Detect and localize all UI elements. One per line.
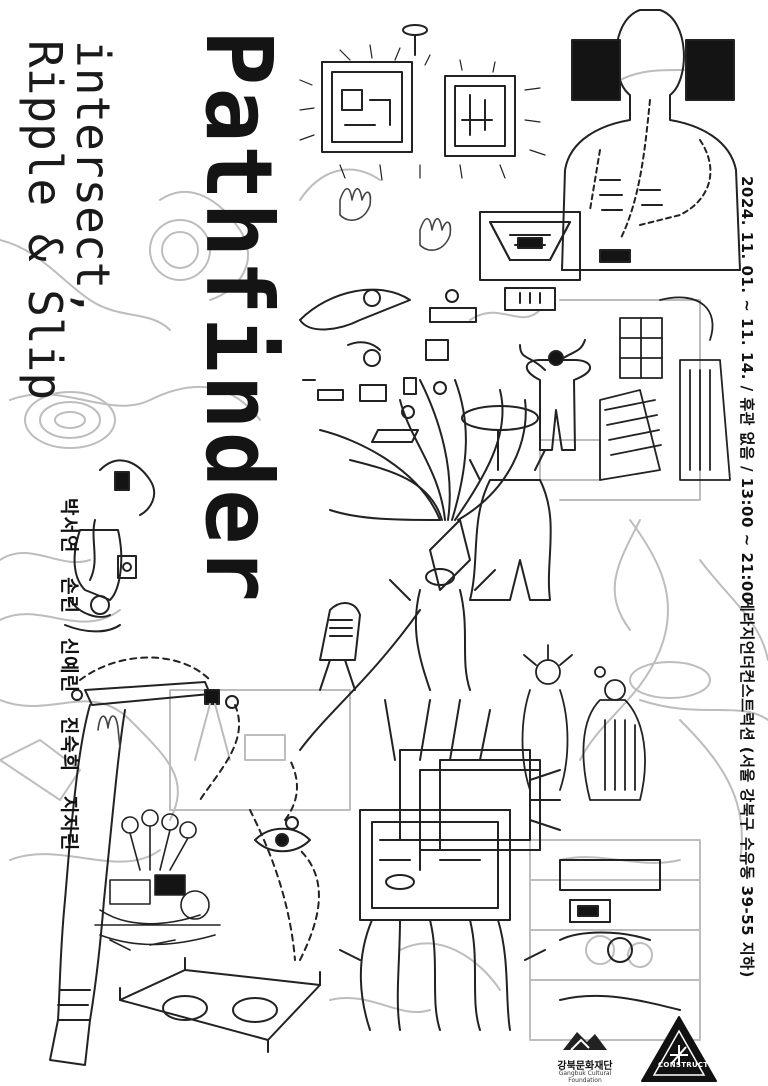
cabinet-right: [559, 859, 681, 1011]
floating-objects: [299, 288, 477, 443]
figure-with-lamp: [49, 681, 239, 1066]
poster-subtitle-line-1: intersect,: [66, 40, 120, 317]
figure-back-of-head: [561, 9, 741, 271]
poster-title: Pathfinder: [185, 30, 292, 604]
standing-figures: [319, 339, 591, 691]
construction-badge-label: CONSTRUCTION: [658, 1061, 724, 1069]
poster-subtitle-line-2: Ripple & Slip: [18, 40, 72, 401]
right-side-figures: [521, 644, 646, 801]
clothes-rack: [599, 296, 731, 481]
people-sketch: [64, 459, 156, 633]
framed-pictures: [299, 24, 546, 181]
warning-triangle-icon: [641, 1016, 717, 1082]
hands: [97, 187, 452, 749]
sponsor-name-en: Gangbuk Cultural Foundation: [558, 1070, 612, 1084]
monitor-cluster: [339, 699, 561, 1031]
artist-name: 박서연: [58, 498, 80, 554]
floor-platform: [119, 957, 321, 1053]
sponsor-logo: 강북문화재단 Gangbuk Cultural Foundation: [545, 1020, 625, 1084]
artist-name: 진숙희: [58, 716, 80, 773]
eye-drawing: [254, 816, 311, 853]
artist-name: 신예린: [58, 637, 80, 694]
construction-badge: CONSTRUCTION: [640, 1015, 723, 1083]
artist-name: 지지린: [58, 795, 80, 852]
branching-arrows: [299, 379, 527, 751]
sponsor-name-ko: 강북문화재단: [557, 1061, 613, 1072]
exhibition-venue: 게라지언더컨스트럭션 (서울 강북구 수유동 39-55 지하): [738, 598, 756, 978]
dashed-route: [79, 656, 320, 961]
artist-name: 손린: [58, 577, 80, 615]
monitor-screen-drawing: [479, 211, 581, 311]
foundation-mountain-icon: [563, 1032, 607, 1051]
desk-clutter: [94, 809, 221, 951]
artist-list: 박서연 손린 신예린 진숙희 지지린: [57, 498, 84, 867]
exhibition-date-hours: 2024. 11. 01. ~ 11. 14. / 휴관 없음 / 13:00 …: [738, 176, 756, 603]
